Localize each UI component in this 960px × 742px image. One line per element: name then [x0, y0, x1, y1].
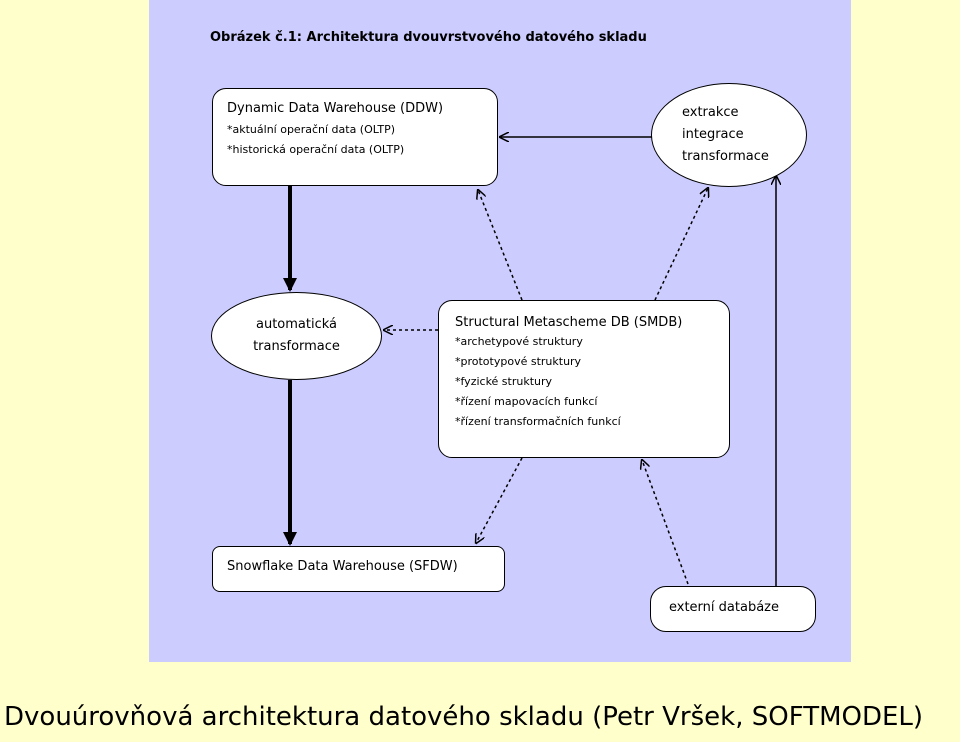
edge-smdb-to-sfdw — [476, 457, 523, 543]
node-ddw-title: Dynamic Data Warehouse (DDW) — [227, 101, 444, 116]
node-ext-title: externí databáze — [669, 600, 779, 615]
figure-title: Obrázek č.1: Architektura dvouvrstvového… — [210, 30, 647, 45]
node-sfdw-title: Snowflake Data Warehouse (SFDW) — [227, 559, 458, 574]
node-sfdw: Snowflake Data Warehouse (SFDW) — [212, 546, 505, 592]
node-smdb-item: *archetypové struktury — [455, 335, 583, 348]
node-ext: externí databáze — [650, 586, 816, 632]
node-auto: automatická transformace — [211, 292, 382, 380]
node-ddw-item: *historická operační data (OLTP) — [227, 143, 405, 156]
node-ddw: Dynamic Data Warehouse (DDW) *aktuální o… — [212, 88, 498, 186]
node-smdb: Structural Metascheme DB (SMDB) *archety… — [438, 300, 730, 458]
node-smdb-title: Structural Metascheme DB (SMDB) — [455, 315, 683, 330]
node-auto-line: automatická — [255, 317, 337, 332]
node-ddw-item: *aktuální operační data (OLTP) — [227, 123, 396, 136]
edge-smdb-to-ddw — [478, 190, 523, 301]
node-smdb-item: *řízení transformačních funkcí — [455, 415, 621, 428]
node-eit-line: integrace — [682, 127, 744, 142]
node-eit-line: extrakce — [682, 105, 739, 120]
caption: Dvouúrovňová architektura datového sklad… — [4, 702, 924, 732]
node-eit: extrakce integrace transformace — [651, 83, 807, 187]
node-eit-line: transformace — [682, 149, 769, 164]
edge-smdb-to-eit — [654, 188, 708, 301]
node-smdb-item: *prototypové struktury — [455, 355, 582, 368]
edge-ext-to-smdb — [642, 460, 689, 585]
node-auto-line: transformace — [253, 339, 340, 354]
node-smdb-item: *fyzické struktury — [455, 375, 553, 388]
node-smdb-item: *řízení mapovacích funkcí — [455, 395, 598, 408]
